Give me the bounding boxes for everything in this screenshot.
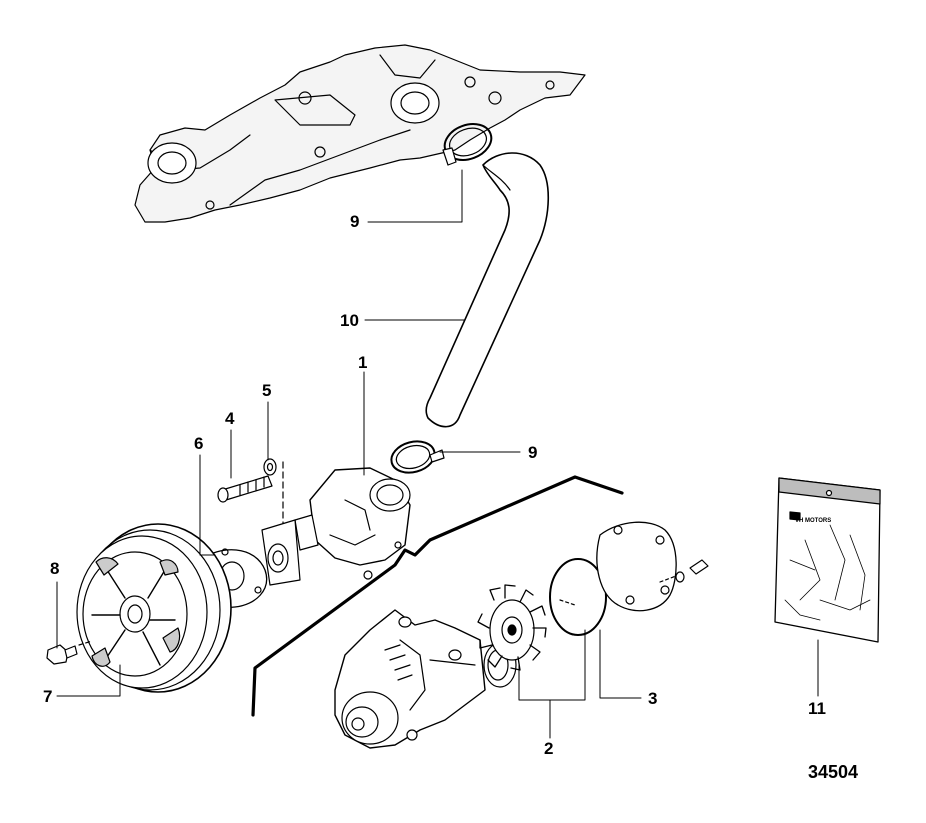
divider-line xyxy=(251,475,624,717)
cover-screws xyxy=(659,559,709,583)
hose-clamp-bottom xyxy=(390,440,445,474)
bolt xyxy=(46,640,93,665)
callout-2: 2 xyxy=(544,739,554,758)
callout-10: 10 xyxy=(340,311,359,330)
callout-1: 1 xyxy=(358,353,368,372)
hose xyxy=(425,152,550,428)
engine-block xyxy=(134,44,586,223)
pulley xyxy=(76,523,232,693)
water-pump-assembly xyxy=(261,467,411,586)
figure-id: 34504 xyxy=(808,762,859,782)
pump-body-cutaway xyxy=(334,609,517,749)
callout-3: 3 xyxy=(648,689,658,708)
washer xyxy=(263,458,277,476)
cover-plate xyxy=(596,521,677,612)
callout-11: 11 xyxy=(808,699,826,718)
parts-bag xyxy=(774,477,881,643)
bag-label: VH MOTORS xyxy=(795,518,831,524)
hose-clamp-top xyxy=(442,123,493,166)
screw xyxy=(217,475,273,503)
leader-lines xyxy=(56,169,819,739)
impeller xyxy=(477,584,547,671)
callout-8: 8 xyxy=(50,559,60,578)
callout-9-bottom: 9 xyxy=(528,443,538,462)
callout-5: 5 xyxy=(262,381,272,400)
o-ring xyxy=(549,558,607,636)
callout-6: 6 xyxy=(194,434,204,453)
callout-9-top: 9 xyxy=(350,212,360,231)
callout-7: 7 xyxy=(43,687,53,706)
callout-4: 4 xyxy=(225,409,235,428)
